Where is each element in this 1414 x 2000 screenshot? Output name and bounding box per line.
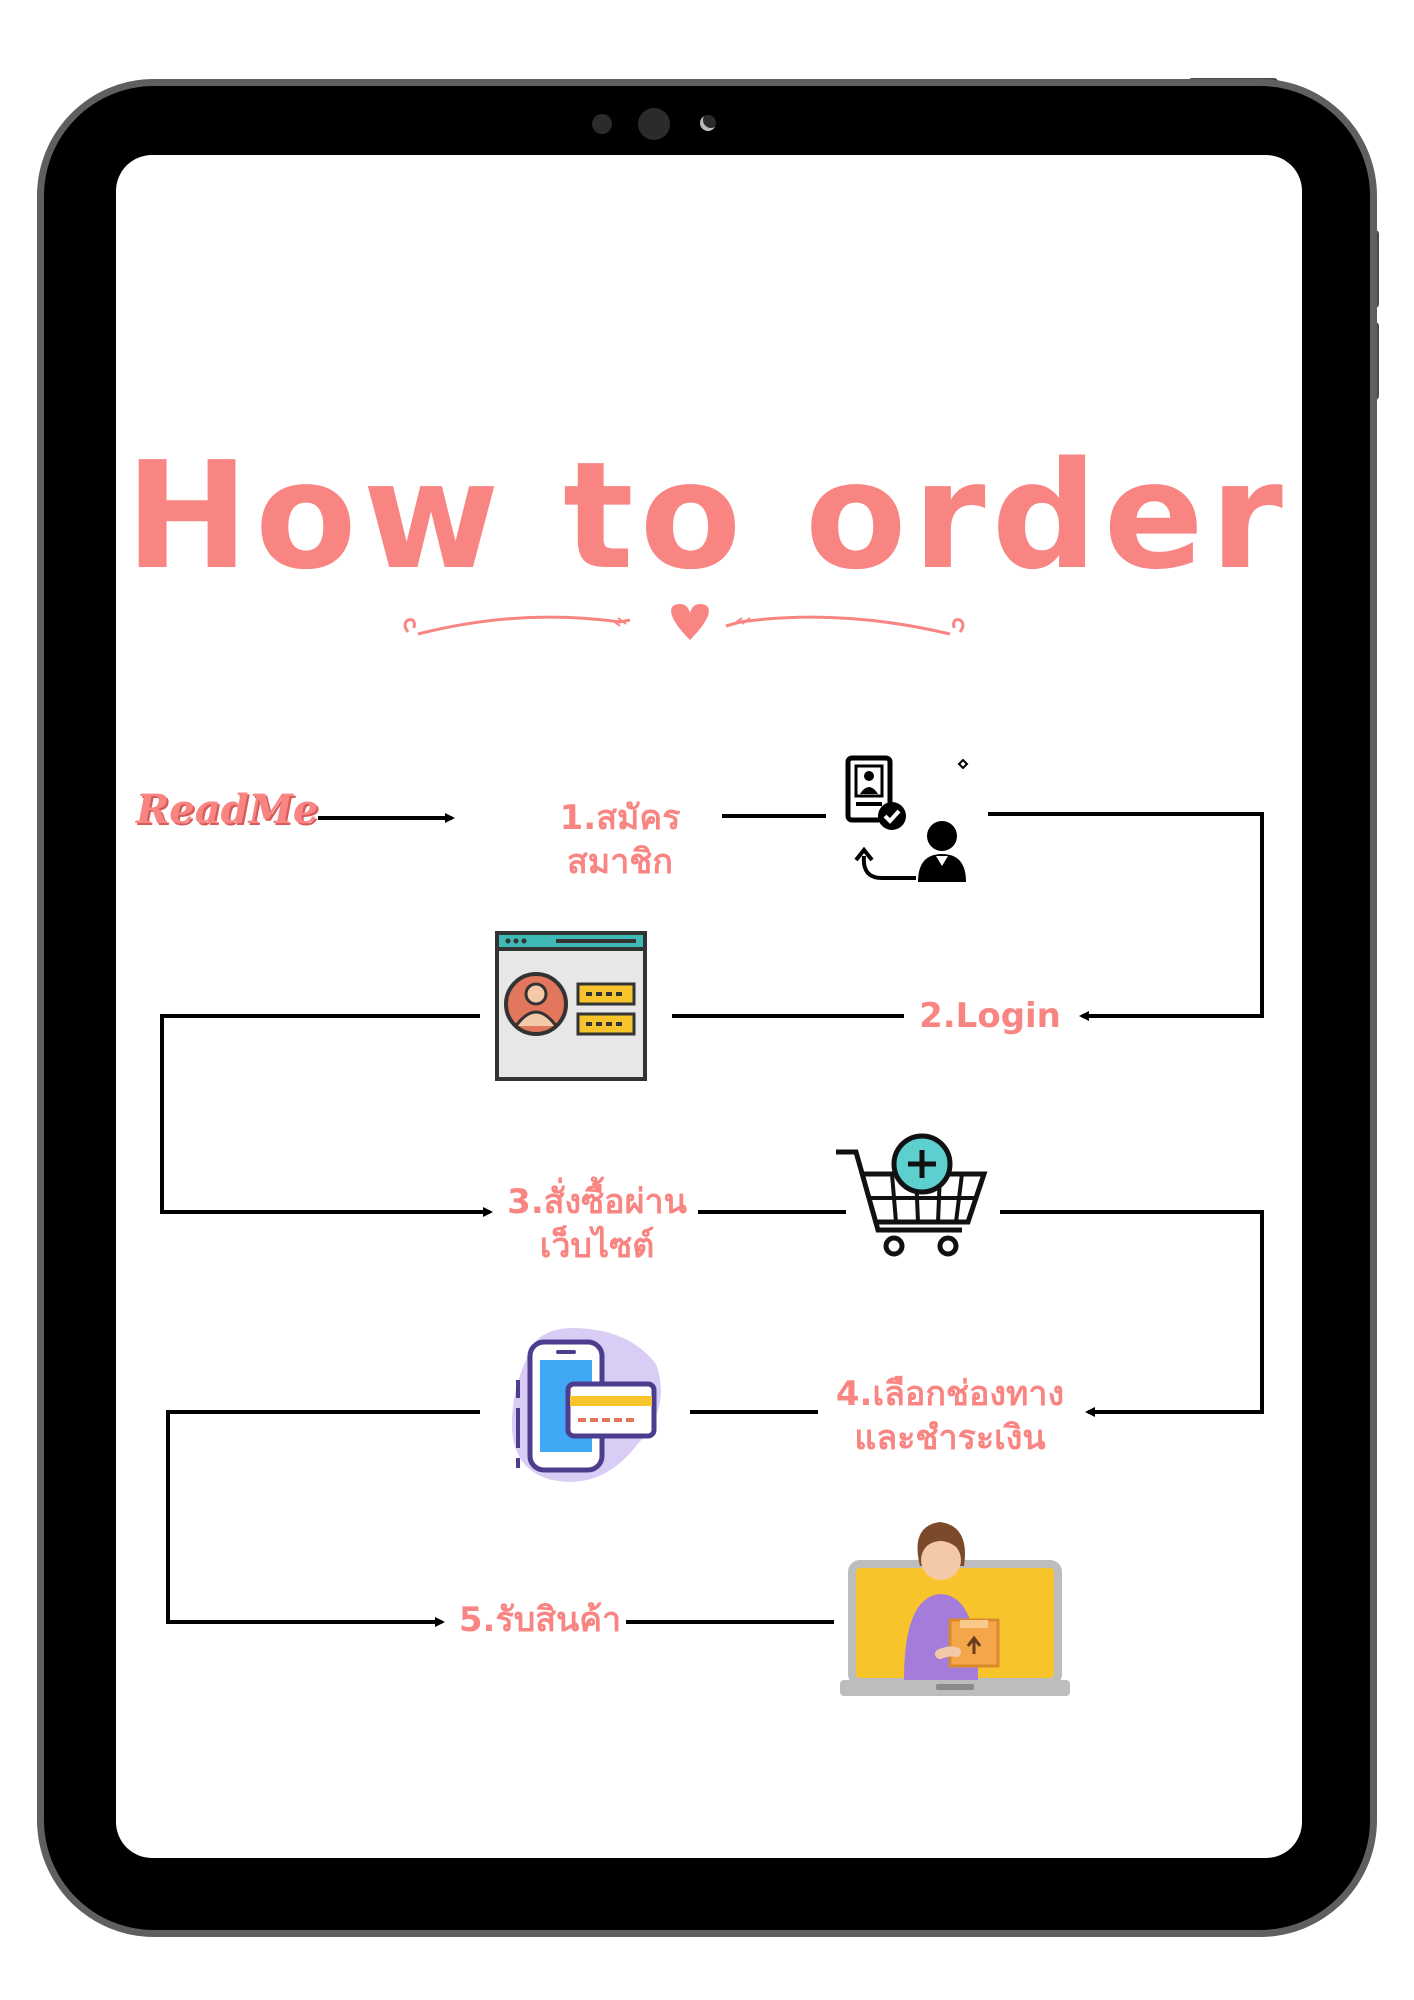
camera-lens: [638, 108, 670, 140]
tablet-volume-up-button: [1370, 230, 1379, 308]
sensor-dot: [592, 114, 612, 134]
step-1-label: 1.สมัคร สมาชิก: [520, 796, 720, 884]
mobile-payment-icon: [512, 1328, 661, 1482]
heart-icon: [671, 604, 709, 640]
step-2-label: 2.Login: [910, 994, 1070, 1038]
tablet-power-button: [1188, 78, 1278, 87]
step-2-line-1: 2.Login: [919, 996, 1061, 1036]
step-3-line-2: เว็บไซต์: [539, 1226, 655, 1266]
sensor-dot: [700, 115, 716, 131]
step-1-line-2: สมาชิก: [567, 842, 673, 882]
readme-label: ReadMe: [136, 786, 319, 833]
step-3-label: 3.สั่งซื้อผ่าน เว็บไซต์: [494, 1180, 700, 1268]
step-4-label: 4.เลือกช่องทาง และชำระเงิน: [820, 1372, 1080, 1460]
login-window-icon: [495, 931, 647, 1081]
register-member-icon: [845, 755, 969, 882]
step-5-line-1: 5.รับสินค้า: [458, 1600, 622, 1640]
step-5-label: 5.รับสินค้า: [452, 1598, 628, 1642]
receive-package-icon: [840, 1522, 1070, 1696]
tablet-screen: [116, 155, 1302, 1858]
page-title: How to order: [125, 430, 1289, 602]
step-4-line-2: และชำระเงิน: [854, 1418, 1046, 1458]
step-4-line-1: 4.เลือกช่องทาง: [835, 1374, 1065, 1414]
step-1-line-1: 1.สมัคร: [559, 798, 681, 838]
add-to-cart-icon: [836, 1133, 988, 1257]
tablet-volume-down-button: [1370, 322, 1379, 400]
step-3-line-1: 3.สั่งซื้อผ่าน: [507, 1182, 687, 1222]
